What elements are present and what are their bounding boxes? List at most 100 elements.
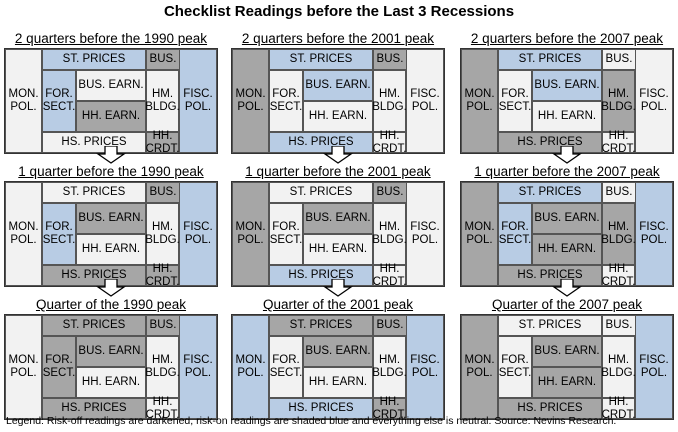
foreign-sector-cell: FOR. SECT.	[498, 336, 532, 398]
fiscal-policy-cell: FISC. POL.	[635, 49, 673, 153]
fiscal-policy-cell: FISC. POL.	[406, 315, 444, 419]
business-earnings-cell: BUS. EARN.	[532, 336, 602, 367]
household-credit-cell: HH. CRDT.	[145, 395, 180, 420]
home-building-cell: HM. BLDG.	[145, 203, 180, 265]
household-earnings-cell: HH. EARN.	[303, 234, 373, 265]
monetary-policy-cell: MON. POL.	[461, 182, 498, 286]
home-building-cell: HM. BLDG.	[372, 336, 407, 398]
fiscal-policy-cell: FISC. POL.	[635, 315, 673, 419]
chart-title: Checklist Readings before the Last 3 Rec…	[163, 3, 515, 20]
panel-title: Quarter of the 2007 peak	[491, 297, 643, 312]
down-arrow-icon	[323, 279, 353, 297]
household-earnings-cell: HH. EARN.	[532, 234, 602, 265]
household-earnings-cell: HH. EARN.	[76, 101, 146, 132]
panel-title: 2 quarters before the 2001 peak	[241, 31, 435, 46]
home-building-cell: HM. BLDG.	[145, 336, 180, 398]
business-earnings-cell: BUS. EARN.	[532, 203, 602, 234]
business-earnings-cell: BUS. EARN.	[532, 70, 602, 101]
household-earnings-cell: HH. EARN.	[532, 101, 602, 132]
house-prices-cell: HS. PRICES	[42, 398, 146, 419]
business-earnings-cell: BUS. EARN.	[76, 70, 146, 101]
house-prices-cell: HS. PRICES	[498, 398, 602, 419]
stock-prices-cell: ST. PRICES	[498, 49, 602, 70]
fiscal-policy-cell: FISC. POL.	[406, 49, 444, 153]
fiscal-policy-cell: FISC. POL.	[179, 49, 217, 153]
foreign-sector-cell: FOR. SECT.	[42, 203, 76, 265]
panel-title: 1 quarter before the 1990 peak	[18, 164, 204, 179]
foreign-sector-cell: FOR. SECT.	[269, 336, 303, 398]
stock-prices-cell: ST. PRICES	[498, 182, 602, 203]
home-building-cell: HM. BLDG.	[372, 70, 407, 132]
business-earnings-cell: BUS. EARN.	[303, 336, 373, 367]
household-earnings-cell: HH. EARN.	[532, 367, 602, 398]
panel-title: 1 quarter before the 2007 peak	[474, 164, 660, 179]
monetary-policy-cell: MON. POL.	[232, 49, 269, 153]
household-earnings-cell: HH. EARN.	[303, 101, 373, 132]
monetary-policy-cell: MON. POL.	[5, 315, 42, 419]
panel-title: Quarter of the 2001 peak	[262, 297, 414, 312]
household-credit-cell: HH. CRDT.	[372, 395, 407, 420]
household-credit-cell: HH. CRDT.	[372, 129, 407, 154]
house-prices-cell: HS. PRICES	[269, 398, 373, 419]
business-earnings-cell: BUS. EARN.	[303, 70, 373, 101]
household-credit-cell: HH. CRDT.	[601, 262, 636, 287]
house-prices-cell: HS. PRICES	[498, 265, 602, 286]
down-arrow-icon	[96, 146, 126, 164]
legend-text: Legend: Risk-off readings are darkened, …	[6, 415, 617, 427]
foreign-sector-cell: FOR. SECT.	[498, 70, 532, 132]
house-prices-cell: HS. PRICES	[269, 132, 373, 153]
household-credit-cell: HH. CRDT.	[372, 262, 407, 287]
monetary-policy-cell: MON. POL.	[5, 182, 42, 286]
stock-prices-cell: ST. PRICES	[42, 315, 146, 336]
monetary-policy-cell: MON. POL.	[461, 49, 498, 153]
home-building-cell: HM. BLDG.	[601, 203, 636, 265]
fiscal-policy-cell: FISC. POL.	[635, 182, 673, 286]
foreign-sector-cell: FOR. SECT.	[42, 336, 76, 398]
monetary-policy-cell: MON. POL.	[5, 49, 42, 153]
household-earnings-cell: HH. EARN.	[303, 367, 373, 398]
fiscal-policy-cell: FISC. POL.	[406, 182, 444, 286]
panel-title: 2 quarters before the 1990 peak	[14, 31, 208, 46]
panel-title: Quarter of the 1990 peak	[35, 297, 187, 312]
stock-prices-cell: ST. PRICES	[42, 182, 146, 203]
fiscal-policy-cell: FISC. POL.	[179, 315, 217, 419]
business-earnings-cell: BUS. EARN.	[76, 203, 146, 234]
business-earnings-cell: BUS. EARN.	[303, 203, 373, 234]
panel-title: 2 quarters before the 2007 peak	[470, 31, 664, 46]
house-prices-cell: HS. PRICES	[42, 265, 146, 286]
household-earnings-cell: HH. EARN.	[76, 367, 146, 398]
household-credit-cell: HH. CRDT.	[145, 129, 180, 154]
stock-prices-cell: ST. PRICES	[269, 315, 373, 336]
house-prices-cell: HS. PRICES	[269, 265, 373, 286]
down-arrow-icon	[96, 279, 126, 297]
house-prices-cell: HS. PRICES	[498, 132, 602, 153]
household-credit-cell: HH. CRDT.	[601, 395, 636, 420]
household-credit-cell: HH. CRDT.	[145, 262, 180, 287]
foreign-sector-cell: FOR. SECT.	[269, 203, 303, 265]
monetary-policy-cell: MON. POL.	[232, 315, 269, 419]
home-building-cell: HM. BLDG.	[372, 203, 407, 265]
foreign-sector-cell: FOR. SECT.	[498, 203, 532, 265]
home-building-cell: HM. BLDG.	[601, 70, 636, 132]
stock-prices-cell: ST. PRICES	[498, 315, 602, 336]
house-prices-cell: HS. PRICES	[42, 132, 146, 153]
stock-prices-cell: ST. PRICES	[269, 182, 373, 203]
monetary-policy-cell: MON. POL.	[461, 315, 498, 419]
stock-prices-cell: ST. PRICES	[269, 49, 373, 70]
fiscal-policy-cell: FISC. POL.	[179, 182, 217, 286]
household-credit-cell: HH. CRDT.	[601, 129, 636, 154]
business-earnings-cell: BUS. EARN.	[76, 336, 146, 367]
down-arrow-icon	[552, 279, 582, 297]
foreign-sector-cell: FOR. SECT.	[269, 70, 303, 132]
down-arrow-icon	[552, 146, 582, 164]
down-arrow-icon	[323, 146, 353, 164]
